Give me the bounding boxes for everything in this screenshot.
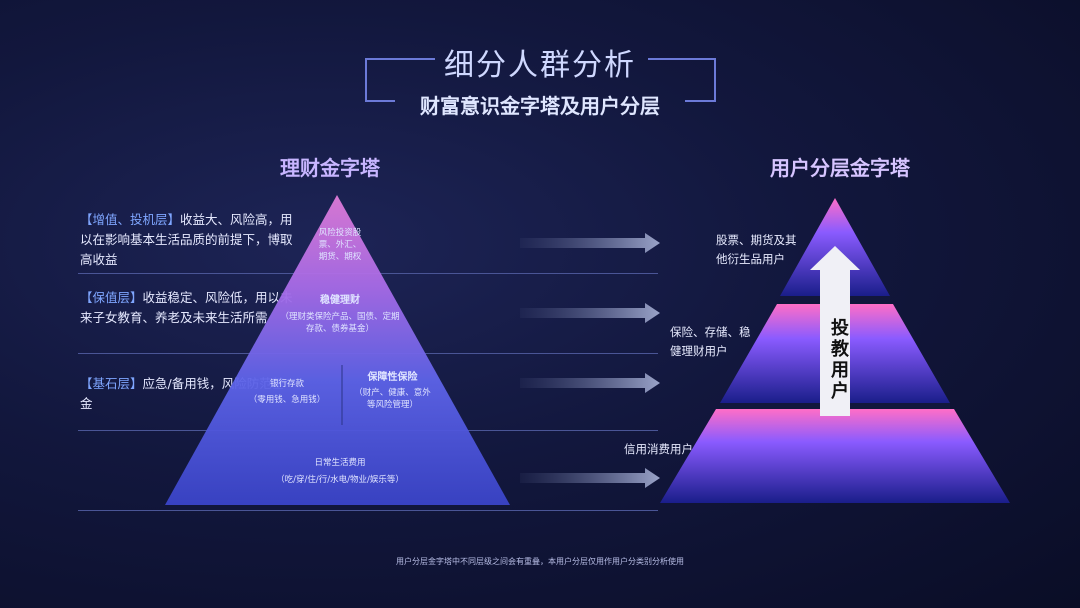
user-layer-label-derivatives: 股票、期货及其 他衍生品用户 [716,231,797,269]
pyramid-tier-bottom [660,409,1010,503]
layer-description-preservation: 【保值层】收益稳定、风险低，用以未来子女教育、养老及未来生活所需 [80,288,295,328]
pyramid-text-title: 稳健理财 [320,295,360,306]
pyramid-text-line: 银行存款 [269,379,304,389]
left-pyramid-heading: 理财金字塔 [280,156,380,180]
user-layer-line: 保险、存储、稳 [670,325,751,339]
footnote: 用户分层金字塔中不同层级之间会有重叠，本用户分层仅用作用户分类别分析使用 [396,557,684,566]
pyramid-text-line: 期货、期权 [318,252,362,262]
up-arrow-shape [810,246,860,416]
layer-divider [78,510,658,511]
pyramid-top-text: 风险投资股 票、外汇、 期货、期权 [300,227,380,263]
title-frame-top-left [365,58,435,60]
title-frame-right-vertical [714,58,716,102]
pyramid-text-line: （财产、健康、意外 [354,388,431,398]
pyramid-text-line: 等风险管理） [366,400,418,410]
connector-arrow [520,373,660,393]
pyramid-text-line: 日常生活费用 [314,458,366,468]
pyramid-mid-text: 稳健理财 （理财类保险产品、国债、定期 存款、债券基金） [255,295,425,335]
wealth-pyramid [165,195,510,505]
user-layer-line: 信用消费用户 [624,442,693,456]
pyramid-text-line: （理财类保险产品、国债、定期 [280,312,400,322]
page-title: 细分人群分析 [444,48,636,83]
user-layer-label-credit: 信用消费用户 [624,440,693,459]
investor-education-label: 投教用户 [831,318,849,402]
layer-text: 收益大、风险高，用以在影响基本生活品质的前提下，博取高收益 [80,212,293,267]
user-layer-label-stable: 保险、存储、稳 健理财用户 [670,323,751,361]
user-layer-line: 他衍生品用户 [716,252,785,266]
layer-tag: 【保值层】 [80,290,143,305]
pyramid-shape [165,195,510,505]
pyramid-text-line: （吃/穿/住/行/水电/物业/娱乐等） [276,475,404,485]
pyramid-text-title: 保障性保险 [367,372,418,383]
page-subtitle: 财富意识金字塔及用户分层 [420,94,660,118]
layer-tag: 【增值、投机层】 [80,212,181,227]
pyramid-base-text: 日常生活费用 （吃/穿/住/行/水电/物业/娱乐等） [230,457,450,486]
right-pyramid-heading: 用户分层金字塔 [770,156,910,180]
title-frame-bottom-right [685,100,716,102]
user-layer-line: 健理财用户 [670,344,728,358]
pyramid-lower-left-text: 银行存款 （零用钱、急用钱） [232,378,342,406]
pyramid-text-line: 风险投资股 [318,228,362,238]
layer-description-speculation: 【增值、投机层】收益大、风险高，用以在影响基本生活品质的前提下，博取高收益 [80,210,295,270]
layer-tag: 【基石层】 [80,376,143,391]
title-frame-top-right [648,58,716,60]
pyramid-text-line: 存款、债券基金） [305,324,374,334]
connector-arrow [520,303,660,323]
connector-arrow [520,468,660,488]
user-layer-line: 股票、期货及其 [716,233,797,247]
pyramid-lower-right-text: 保障性保险 （财产、健康、意外 等风险管理） [345,372,440,411]
pyramid-text-line: （零用钱、急用钱） [248,395,326,405]
connector-arrow [520,233,660,253]
title-frame-left-vertical [365,58,367,100]
title-frame-bottom-left [365,100,395,102]
layer-description-foundation: 【基石层】应急/备用钱，风险防范基金 [80,374,295,414]
user-pyramid [660,198,1010,503]
layer-text: 收益稳定、风险低，用以未来子女教育、养老及未来生活所需 [80,290,293,325]
pyramid-text-line: 票、外汇、 [318,240,362,250]
